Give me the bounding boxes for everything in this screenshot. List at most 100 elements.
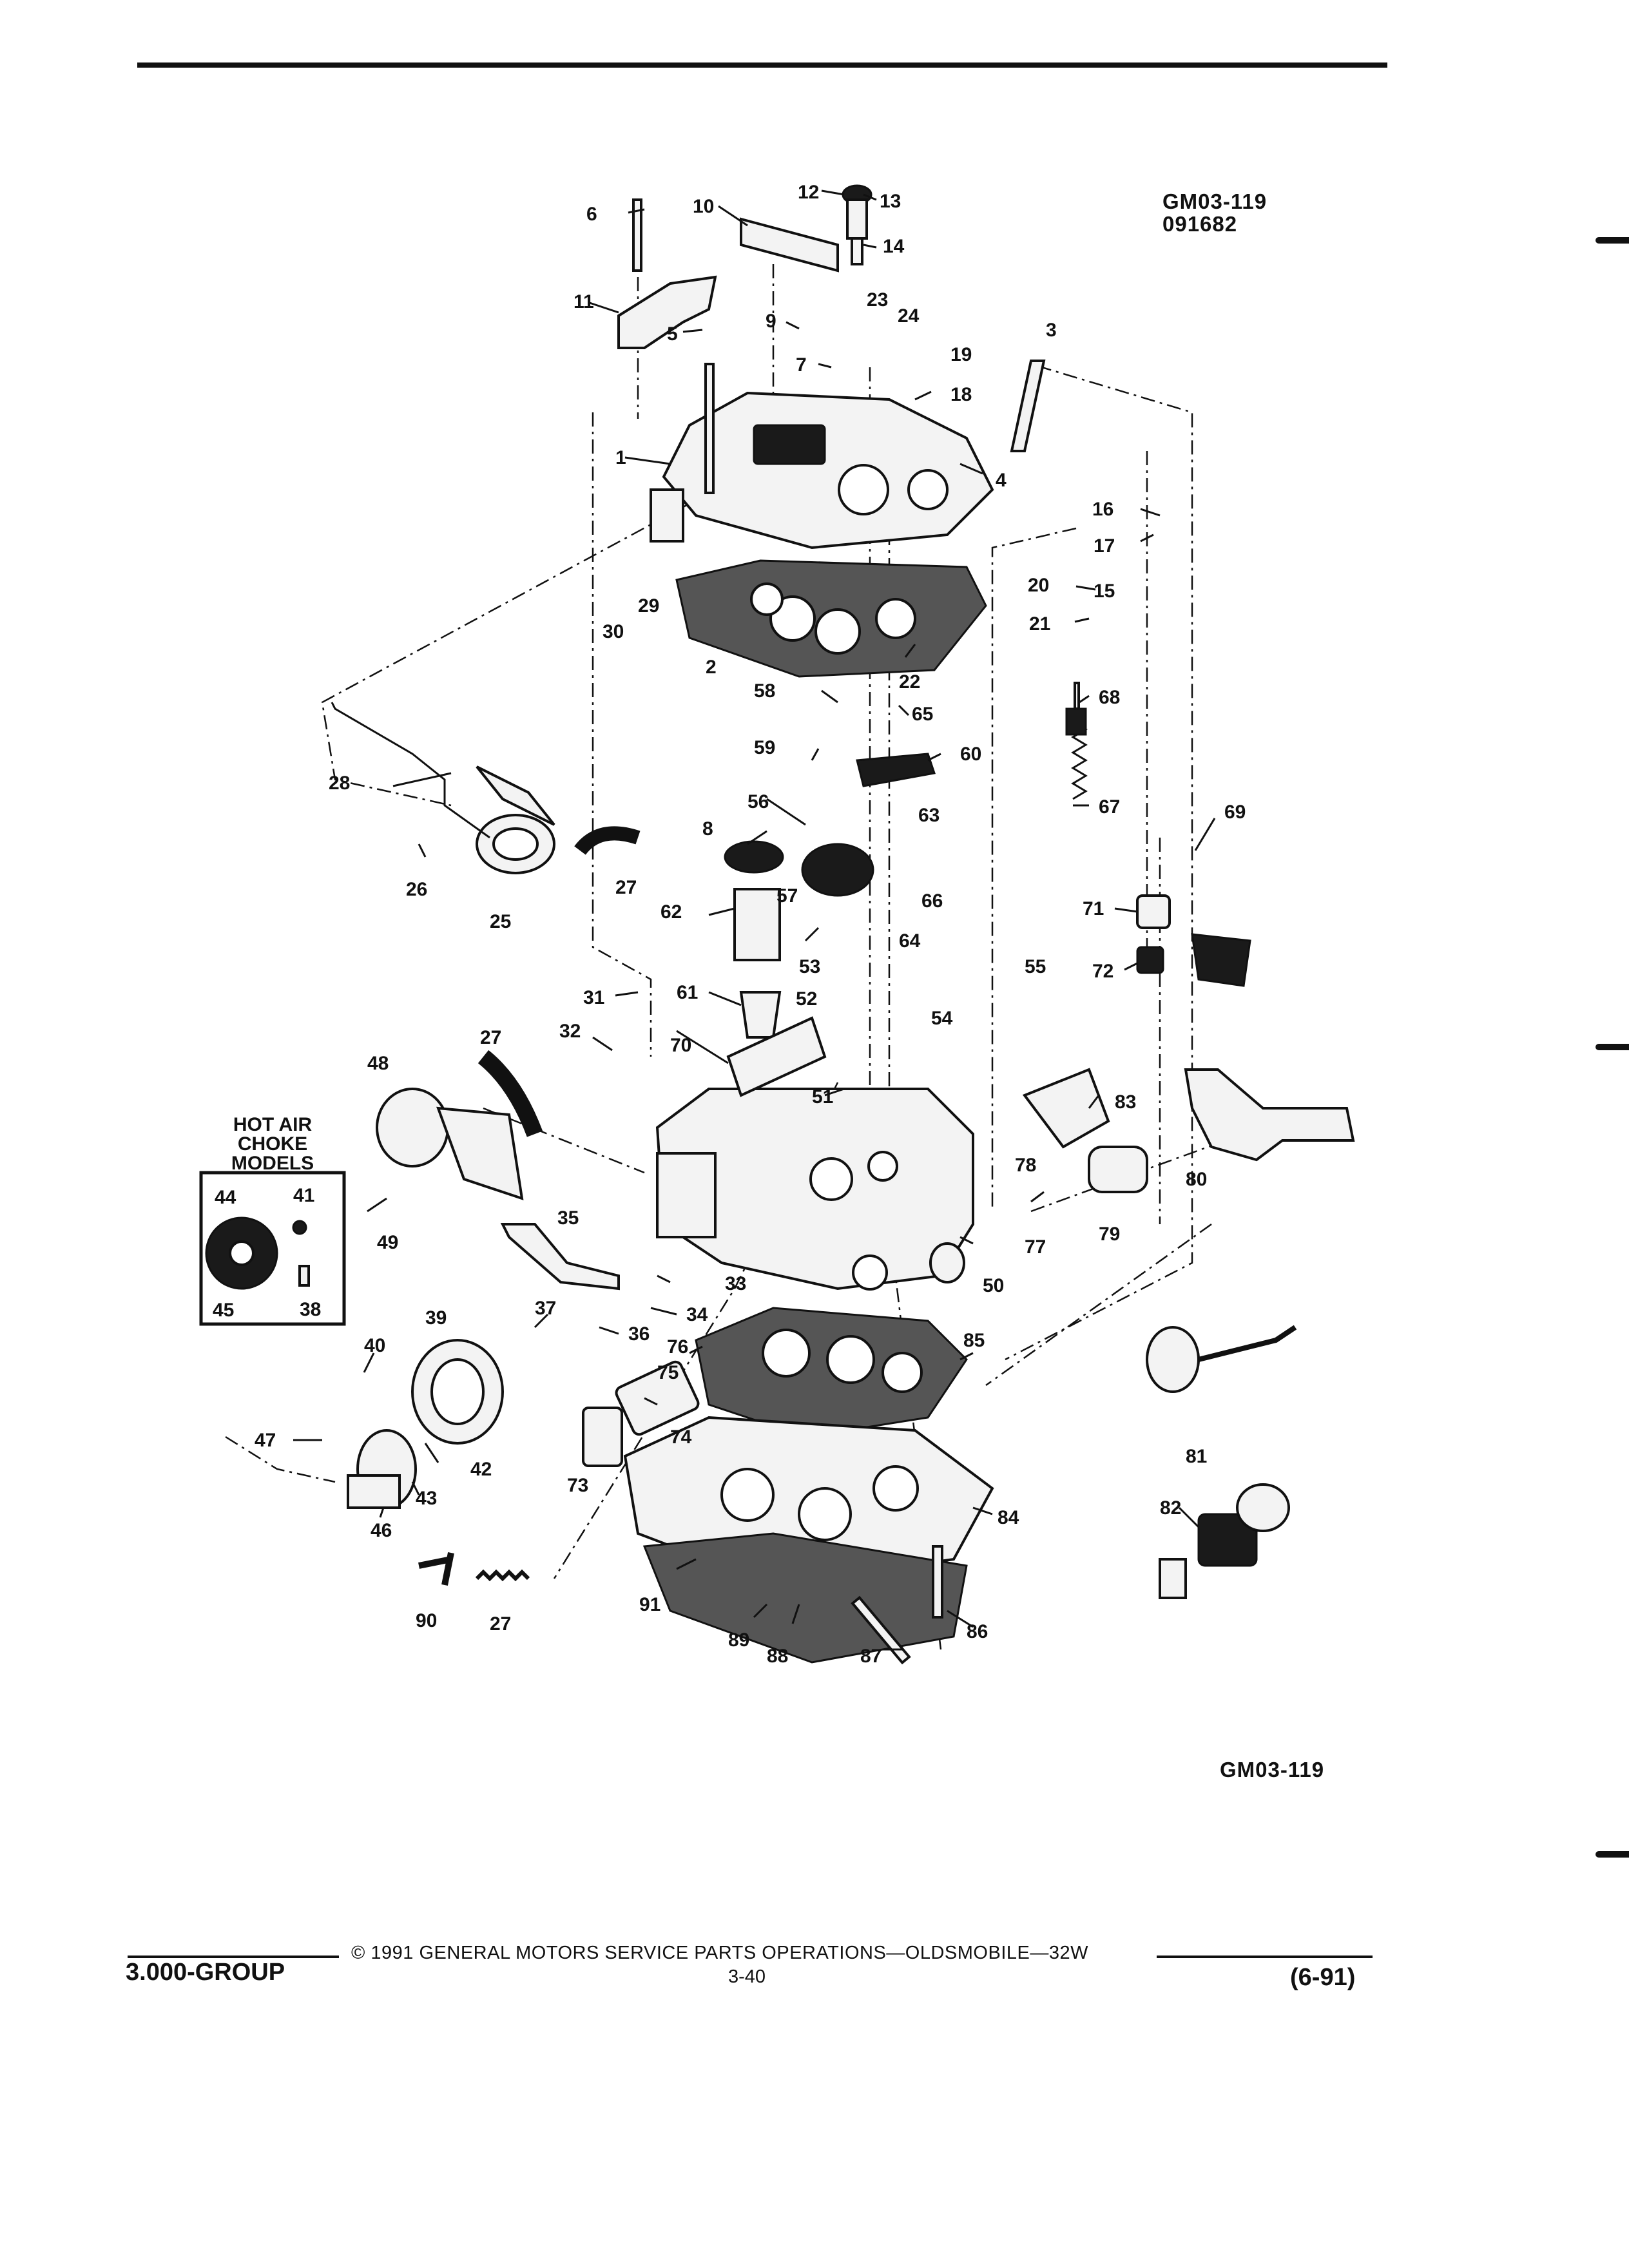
lever [1010,360,1046,452]
callout-5: 5 [667,323,678,345]
callout-62: 62 [660,901,682,923]
air-horn [650,391,994,550]
callout-56: 56 [747,791,769,812]
revision-date: (6-91) [1290,1964,1356,1991]
callout-3: 3 [1046,320,1057,341]
callout-7: 7 [796,354,807,376]
callout-27b: 27 [480,1027,501,1048]
callout-34: 34 [686,1304,708,1325]
callout-90: 90 [416,1610,437,1631]
inset-title-line-2: CHOKE [238,1133,307,1155]
mounting-bracket [1184,1068,1355,1162]
pump-lever [740,217,839,273]
callout-31: 31 [583,987,604,1008]
callout-78: 78 [1015,1155,1036,1176]
callout-53: 53 [799,956,820,977]
callout-52: 52 [796,988,817,1010]
callout-77: 77 [1025,1236,1046,1258]
callout-17: 17 [1094,535,1115,557]
callout-58: 58 [754,680,775,702]
callout-51: 51 [812,1086,833,1108]
callout-76: 76 [667,1336,688,1358]
figure-code-block: GM03-119 091682 [1162,189,1268,236]
callout-8: 8 [702,818,713,840]
idle-solenoid [1136,894,1251,987]
callout-18: 18 [950,384,972,405]
callout-6: 6 [586,204,597,225]
footer-rule-right [1157,1956,1373,1958]
float-assembly [724,753,936,1039]
callout-44: 44 [215,1187,236,1208]
figure-code: GM03-119 [1162,189,1268,213]
callout-21: 21 [1029,613,1050,635]
callout-1: 1 [615,447,626,468]
callout-4: 4 [996,470,1007,491]
screw [704,363,715,494]
callout-9: 9 [766,311,776,332]
callout-60: 60 [960,744,981,765]
choke-coil-assembly [347,1339,504,1509]
callout-24: 24 [898,305,920,327]
page-number: 3-40 [728,1966,766,1987]
group-label: 3.000-GROUP [126,1959,285,1986]
choke-housing [376,1016,827,1200]
callout-39: 39 [425,1307,447,1329]
callout-84: 84 [998,1507,1019,1528]
header-rule [137,62,1387,68]
callout-55: 55 [1025,956,1046,977]
copyright-line: © 1991 GENERAL MOTORS SERVICE PARTS OPER… [351,1943,1088,1963]
callout-28: 28 [329,773,350,794]
carburetor-exploded-diagram: HOT AIR CHOKE MODELS [199,182,1355,1667]
callout-15: 15 [1094,581,1115,602]
callout-72: 72 [1092,961,1113,982]
callout-64: 64 [899,930,921,952]
callout-29: 29 [638,595,659,617]
callout-59: 59 [754,737,775,758]
callout-63: 63 [918,805,940,826]
vacuum-hose [574,826,641,856]
callout-79: 79 [1099,1224,1120,1245]
callout-2: 2 [706,657,717,678]
throttle-position-unit [1022,1068,1148,1193]
float-bowl [655,1088,974,1291]
callout-66: 66 [921,890,943,912]
callout-45: 45 [213,1300,234,1321]
callout-20: 20 [1028,575,1049,596]
callout-30: 30 [602,621,624,642]
hose-segment [475,1569,530,1582]
callout-38: 38 [300,1299,321,1320]
callout-82: 82 [1160,1497,1181,1519]
date-code: 091682 [1162,211,1238,236]
callout-49: 49 [377,1232,398,1253]
callout-13: 13 [880,191,901,212]
callout-61: 61 [677,982,698,1003]
callout-26: 26 [406,879,427,900]
inset-title-line-1: HOT AIR [233,1114,313,1135]
callout-27c: 27 [490,1613,511,1635]
callout-leaders [293,189,1216,1651]
figure-code-bottom: GM03-119 [1220,1758,1325,1782]
callout-35: 35 [557,1207,579,1229]
fast-idle-cam-rod [500,1223,620,1291]
callout-81: 81 [1186,1446,1207,1467]
callout-57: 57 [776,885,798,907]
choke-bracket [617,275,717,349]
callout-33: 33 [725,1273,746,1294]
vacuum-break [476,765,555,874]
callout-48: 48 [367,1053,389,1074]
callout-71: 71 [1083,898,1104,919]
solenoid-stack [842,184,872,265]
margin-mark [1595,1851,1629,1858]
callout-labels: 1 2 3 4 5 6 7 8 9 10 11 12 13 14 15 16 1… [213,182,1246,1667]
callout-47: 47 [255,1430,276,1451]
hot-air-choke-inset: HOT AIR CHOKE MODELS [199,1114,346,1326]
callout-19: 19 [950,344,972,365]
tee-fitting [418,1552,454,1586]
callout-89: 89 [728,1629,749,1651]
callout-75: 75 [657,1362,679,1383]
callout-46: 46 [371,1520,392,1541]
callout-74: 74 [670,1427,692,1448]
callout-36: 36 [628,1323,650,1345]
choke-rod [331,702,490,839]
callout-86: 86 [967,1621,988,1642]
